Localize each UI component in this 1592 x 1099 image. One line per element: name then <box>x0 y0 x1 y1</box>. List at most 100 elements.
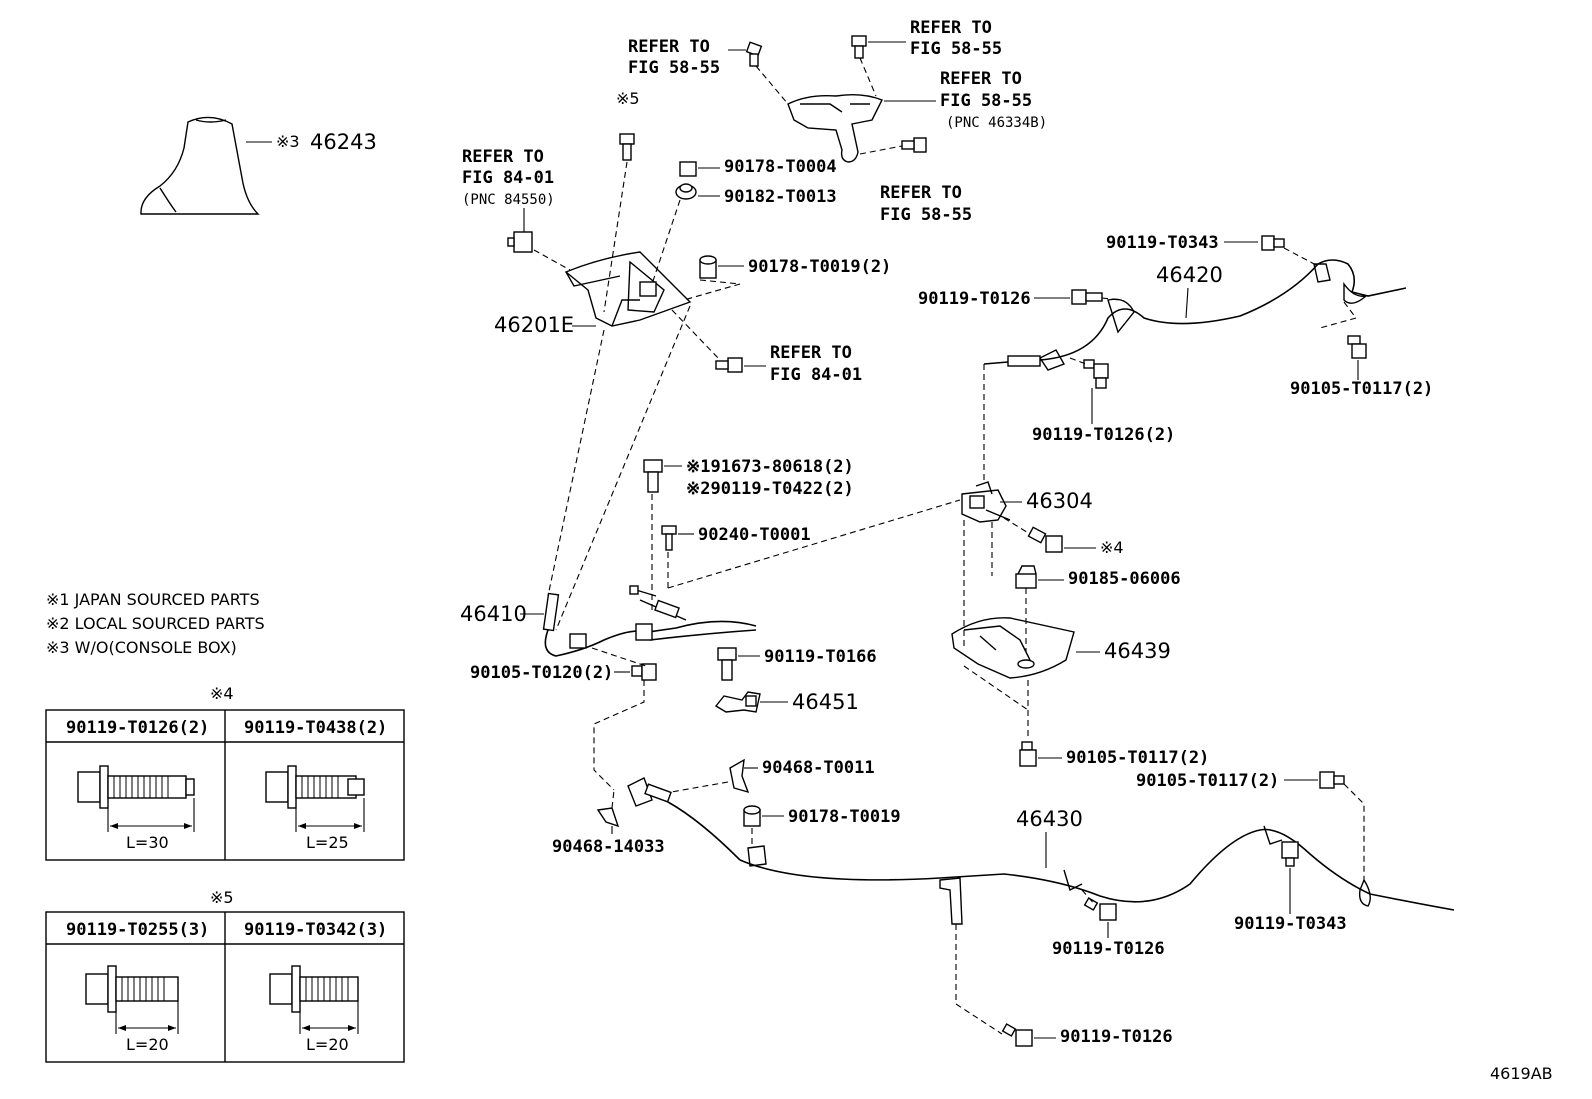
bolt-icon <box>745 41 763 67</box>
part-number-90185-06006: 90185-06006 <box>1068 569 1181 589</box>
refer-fig-841-a-line1: REFER TO <box>462 147 544 167</box>
bolt-20mm-drawing-b <box>269 965 359 1034</box>
part-number-90468-14033: 90468-14033 <box>552 837 665 857</box>
refer-fig-841-b-line1: REFER TO <box>770 343 852 363</box>
part-number-46451: 46451 <box>792 690 859 714</box>
part-number-90468-t0011: 90468-T0011 <box>762 758 875 778</box>
part-number-90182-t0013: 90182-T0013 <box>724 187 837 207</box>
part-number-46410: 46410 <box>460 602 527 626</box>
bolt-icon <box>1019 741 1037 767</box>
part-number-90119-t0126-c: 90119-T0126 <box>1060 1027 1173 1047</box>
part-number-90178-t0019: 90178-T0019 <box>788 807 901 827</box>
bolt-icon <box>1027 526 1063 553</box>
bolt-icon <box>851 35 867 59</box>
part-number-90178-t0004: 90178-T0004 <box>724 157 837 177</box>
center-cable-46430-part <box>627 777 1455 925</box>
part-number-91673-80618: ※191673-80618(2) <box>686 457 854 477</box>
bolt-icon <box>1071 289 1103 305</box>
pin-icon <box>661 525 677 551</box>
legend-japan-sourced: ※1 JAPAN SOURCED PARTS <box>46 590 260 609</box>
bolt-icon <box>1083 897 1117 921</box>
refer-fig-5855-a-line2: FIG 58-55 <box>628 58 720 78</box>
part-number-90119-t0166: 90119-T0166 <box>764 647 877 667</box>
bolt-icon <box>1281 841 1299 867</box>
equalizer-46304-part <box>961 481 1011 523</box>
bolt-icon <box>1347 335 1367 359</box>
part-number-90119-t0343-bottom: 90119-T0343 <box>1234 914 1347 934</box>
table4-length-2: L=25 <box>306 833 349 852</box>
clip-icon <box>729 758 750 794</box>
part-number-46430: 46430 <box>1016 807 1083 831</box>
refer-fig-841-b-line2: FIG 84-01 <box>770 365 862 385</box>
part-number-46243: 46243 <box>310 130 377 154</box>
bolt-icon <box>1001 1023 1033 1047</box>
bolt-table-5: 90119-T0255(3) 90119-T0342(3) L=20 <box>45 911 405 1063</box>
heat-shield-46439-part <box>951 617 1075 679</box>
table5-part-2: 90119-T0342(3) <box>244 920 387 940</box>
bolt-icon <box>1261 235 1285 251</box>
bolt-table-4: 90119-T0126(2) 90119-T0438(2) L=30 <box>45 709 405 861</box>
part-number-46439: 46439 <box>1104 639 1171 663</box>
refer-fig-5855-c-pnc: (PNC 46334B) <box>946 115 1047 131</box>
refer-fig-5855-a-line1: REFER TO <box>628 37 710 57</box>
bracket-46334b-part <box>787 93 883 163</box>
table5-length-1: L=20 <box>126 1035 169 1054</box>
front-cable-46410-part <box>542 585 757 657</box>
part-number-90105-t0117-2-a: 90105-T0117(2) <box>1290 379 1433 399</box>
nut-icon <box>699 255 717 279</box>
part-number-90119-t0126-a: 90119-T0126 <box>918 289 1031 309</box>
part-number-90119-t0343-top: 90119-T0343 <box>1106 233 1219 253</box>
switch-icon <box>507 231 533 253</box>
table4-part-1: 90119-T0126(2) <box>66 718 209 738</box>
nut-icon <box>675 183 697 200</box>
refer-fig-841-a-pnc: (PNC 84550) <box>462 192 555 208</box>
part-number-90119-t0126-b: 90119-T0126 <box>1052 939 1165 959</box>
nut-icon <box>743 805 761 827</box>
clip-icon <box>1015 565 1037 589</box>
bolt-icon <box>1319 771 1345 789</box>
refer-fig-5855-d-line1: REFER TO <box>880 183 962 203</box>
part-number-46420: 46420 <box>1156 263 1223 287</box>
bolt-icon <box>619 133 635 161</box>
refer-fig-5855-c-line2: FIG 58-55 <box>940 91 1032 111</box>
part-number-90105-t0117-2-b: 90105-T0117(2) <box>1066 748 1209 768</box>
legend-without-console: ※3 W/O(CONSOLE BOX) <box>46 638 237 657</box>
bolt-icon <box>643 459 663 493</box>
part-number-90105-t0120-2: 90105-T0120(2) <box>470 663 613 683</box>
mark5-label: ※5 <box>616 89 640 108</box>
parking-brake-lever-part <box>564 251 692 327</box>
table5-length-2: L=20 <box>306 1035 349 1054</box>
part-number-90119-t0126-2: 90119-T0126(2) <box>1032 425 1175 445</box>
shift-boot-part <box>140 116 260 215</box>
part-number-90119-t0422: ※290119-T0422(2) <box>686 479 854 499</box>
legend-local-sourced: ※2 LOCAL SOURCED PARTS <box>46 614 265 633</box>
bolt-icon <box>715 357 743 373</box>
bolt-25mm-drawing <box>265 765 365 832</box>
boot-footnote-mark: ※3 <box>276 132 300 151</box>
part-number-90178-t0019-2: 90178-T0019(2) <box>748 257 891 277</box>
part-number-46201e: 46201E <box>494 313 574 337</box>
rear-cable-46420-part <box>983 259 1407 371</box>
part-number-90105-t0117-2-c: 90105-T0117(2) <box>1136 771 1279 791</box>
bolt-20mm-drawing-a <box>85 965 179 1034</box>
refer-fig-5855-b-line2: FIG 58-55 <box>910 39 1002 59</box>
bolt-icon <box>901 137 927 153</box>
nut-icon <box>679 161 697 177</box>
mark4-label: ※4 <box>1100 538 1124 557</box>
figure-code: 4619AB <box>1490 1064 1553 1083</box>
refer-fig-5855-c-line1: REFER TO <box>940 69 1022 89</box>
bolt-icon <box>631 663 657 681</box>
table5-mark: ※5 <box>210 888 234 907</box>
bolt-30mm-drawing <box>77 765 195 832</box>
part-number-90240-t0001: 90240-T0001 <box>698 525 811 545</box>
bracket-46451-part <box>714 691 761 713</box>
table4-length-1: L=30 <box>126 833 169 852</box>
table5-part-1: 90119-T0255(3) <box>66 920 209 940</box>
table4-mark: ※4 <box>210 684 234 703</box>
bolt-icon <box>717 647 737 681</box>
table4-part-2: 90119-T0438(2) <box>244 718 387 738</box>
refer-fig-841-a-line2: FIG 84-01 <box>462 168 554 188</box>
refer-fig-5855-d-line2: FIG 58-55 <box>880 205 972 225</box>
refer-fig-5855-b-line1: REFER TO <box>910 18 992 38</box>
